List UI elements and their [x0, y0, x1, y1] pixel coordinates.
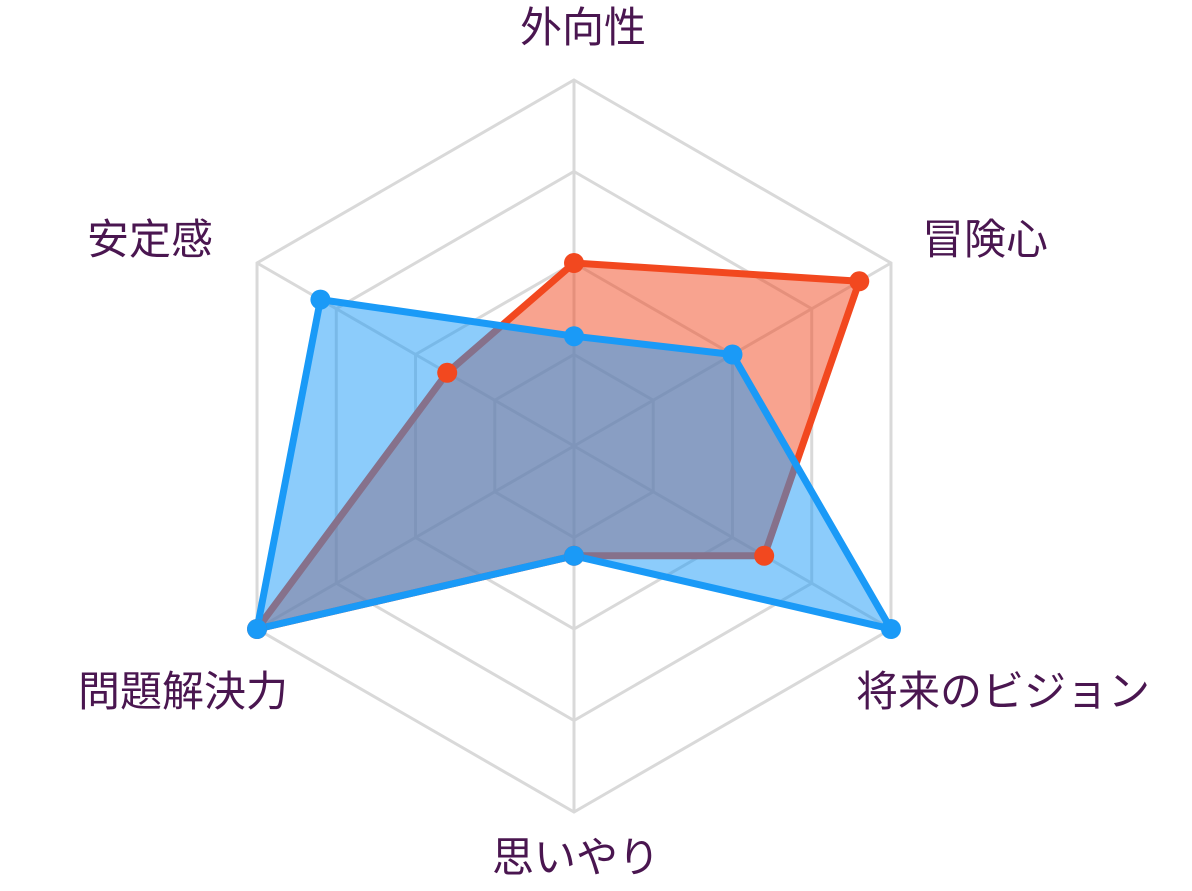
data-point-2-5 — [310, 289, 331, 310]
data-point-2-0 — [564, 326, 584, 347]
data-point-2-1 — [722, 344, 743, 365]
radar-series — [247, 253, 901, 639]
axis-label-5: 安定感 — [87, 215, 213, 264]
data-point-1-5 — [437, 362, 458, 383]
data-point-1-2 — [754, 545, 775, 566]
axis-label-0: 外向性 — [520, 3, 646, 52]
axis-label-3: 思いやり — [492, 833, 660, 882]
data-point-2-4 — [247, 619, 268, 639]
axis-label-4: 問題解決力 — [78, 667, 288, 716]
axis-label-1: 冒険心 — [922, 215, 1048, 264]
data-point-1-0 — [564, 253, 584, 273]
data-point-1-1 — [849, 271, 870, 292]
data-point-2-2 — [880, 619, 901, 639]
data-point-2-3 — [564, 545, 584, 566]
axis-labels: 外向性 冒険心 将来のビジョン 思いやり 問題解決力 安定感 — [78, 3, 1150, 882]
axis-label-2: 将来のビジョン — [856, 667, 1150, 716]
